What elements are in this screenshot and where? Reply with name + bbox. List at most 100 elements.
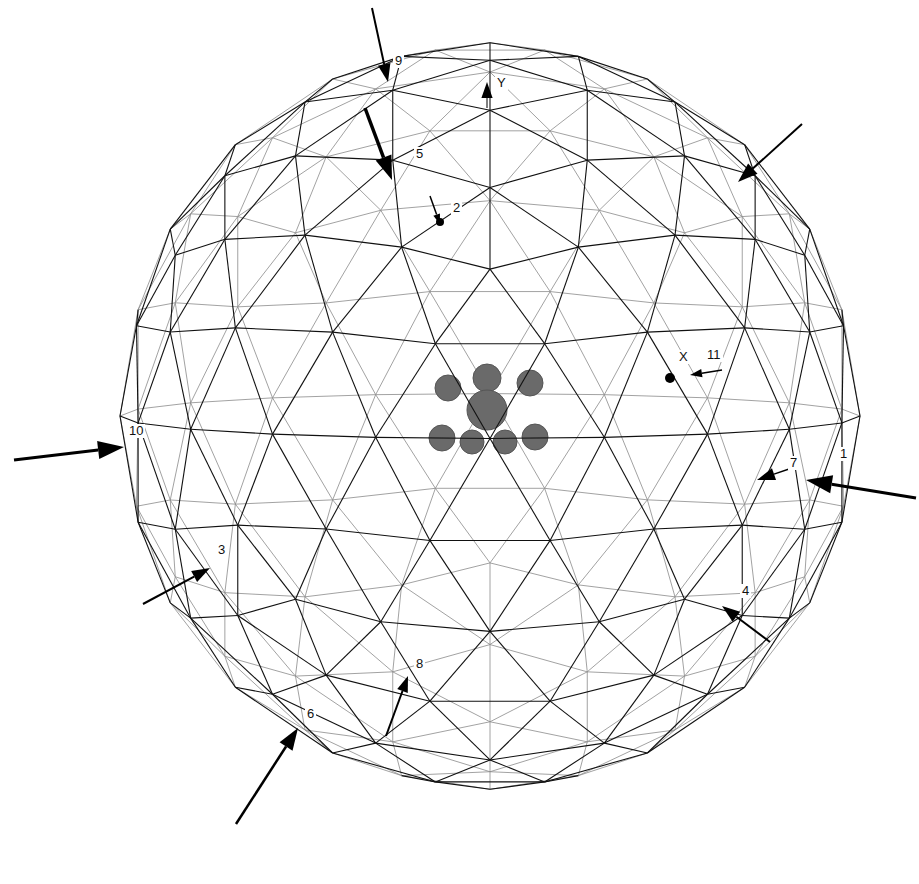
wire-edge: [402, 56, 490, 60]
wire-edge: [755, 176, 805, 255]
wire-edge: [326, 303, 376, 395]
wire-edge: [435, 781, 544, 782]
wire-edge: [647, 398, 707, 500]
arrow-head: [97, 441, 124, 459]
wire-edge: [490, 187, 578, 247]
wire-edge: [225, 145, 235, 176]
wire-edge: [810, 326, 844, 332]
wire-edge: [224, 593, 225, 657]
wire-edge: [599, 210, 654, 303]
wire-edge: [545, 332, 648, 344]
wire-edge: [238, 599, 296, 615]
wire-edge: [490, 672, 587, 722]
wire-edge: [402, 247, 436, 344]
wire-edge: [295, 599, 380, 622]
wire-edge: [578, 56, 675, 102]
wire-edge: [685, 593, 756, 676]
wire-edge: [224, 176, 225, 240]
wire-edge: [604, 332, 647, 437]
wire-edge: [170, 255, 175, 332]
wire-edge: [238, 615, 326, 675]
atom: [460, 430, 484, 454]
wire-edge: [755, 239, 810, 332]
arrow-shaft: [143, 577, 194, 604]
wire-edge: [326, 529, 381, 622]
wire-edge: [578, 585, 587, 672]
wire-edge: [138, 423, 191, 429]
wire-edge: [742, 615, 789, 618]
arrow-shaft: [386, 691, 402, 736]
wireframe-back: [120, 43, 860, 790]
wire-edge: [326, 529, 430, 540]
wire-edge: [685, 217, 743, 233]
wire-edge: [604, 89, 707, 138]
wire-edge: [490, 782, 545, 789]
wire-edge: [647, 235, 675, 332]
wire-edge: [842, 310, 860, 416]
wire-edge: [170, 239, 225, 332]
wire-edge: [755, 176, 756, 240]
wire-edge: [490, 743, 604, 760]
wire-edge: [430, 438, 490, 540]
wire-edge: [707, 615, 742, 694]
wire-edge: [707, 429, 789, 434]
wire-edge: [238, 217, 296, 233]
wire-edge: [136, 506, 170, 603]
wire-edge: [545, 488, 648, 500]
wire-edge: [675, 235, 745, 328]
wire-edge: [136, 229, 170, 326]
wire-edge: [333, 753, 436, 782]
wire-edge: [489, 43, 490, 61]
wire-edge: [376, 743, 436, 782]
wire-edge: [430, 131, 490, 201]
wire-edge: [654, 675, 708, 694]
wire-edge: [393, 110, 490, 160]
wire-edge: [550, 622, 599, 701]
wire-edge: [490, 438, 550, 540]
wire-edge: [675, 102, 755, 176]
wire-edge: [376, 72, 490, 89]
wire-edge: [654, 525, 742, 529]
wire-edge: [138, 409, 170, 500]
wire-edge: [326, 210, 381, 303]
wire-edge: [305, 160, 393, 235]
wire-edge: [490, 585, 578, 645]
callout-number: 9: [393, 54, 404, 68]
wire-edge: [392, 90, 393, 160]
wire-edge: [136, 326, 170, 332]
wire-edge: [707, 398, 744, 504]
wire-edge: [490, 72, 550, 131]
wire-edge: [490, 269, 545, 344]
arrow-head: [376, 155, 392, 180]
wire-edge: [273, 398, 333, 500]
wire-edge: [333, 247, 402, 332]
wire-edge: [170, 500, 175, 577]
arrow-shaft: [14, 450, 98, 460]
wire-edge: [175, 176, 225, 255]
wire-edge: [654, 303, 708, 398]
wire-edge: [138, 214, 191, 310]
wire-edge: [489, 60, 490, 110]
wire-edge: [305, 56, 402, 102]
wire-edge: [333, 395, 376, 500]
wire-edge: [587, 90, 588, 160]
wire-edge: [381, 622, 490, 632]
wire-edge: [742, 429, 789, 525]
wire-edge: [810, 522, 842, 603]
wire-edge: [138, 229, 170, 310]
wire-edge: [550, 675, 654, 701]
wire-edge: [604, 79, 647, 89]
wire-edge: [647, 79, 744, 145]
wire-edge: [789, 429, 804, 529]
wire-edge: [789, 522, 842, 618]
wire-edge: [805, 500, 810, 577]
wire-edge: [490, 631, 550, 701]
wire-edge: [402, 488, 436, 585]
wire-edge: [225, 239, 235, 328]
wire-edge: [170, 332, 190, 429]
wire-edge: [138, 522, 191, 618]
wire-edge: [545, 743, 605, 782]
wire-edge: [675, 102, 745, 145]
wire-edge: [376, 89, 430, 131]
